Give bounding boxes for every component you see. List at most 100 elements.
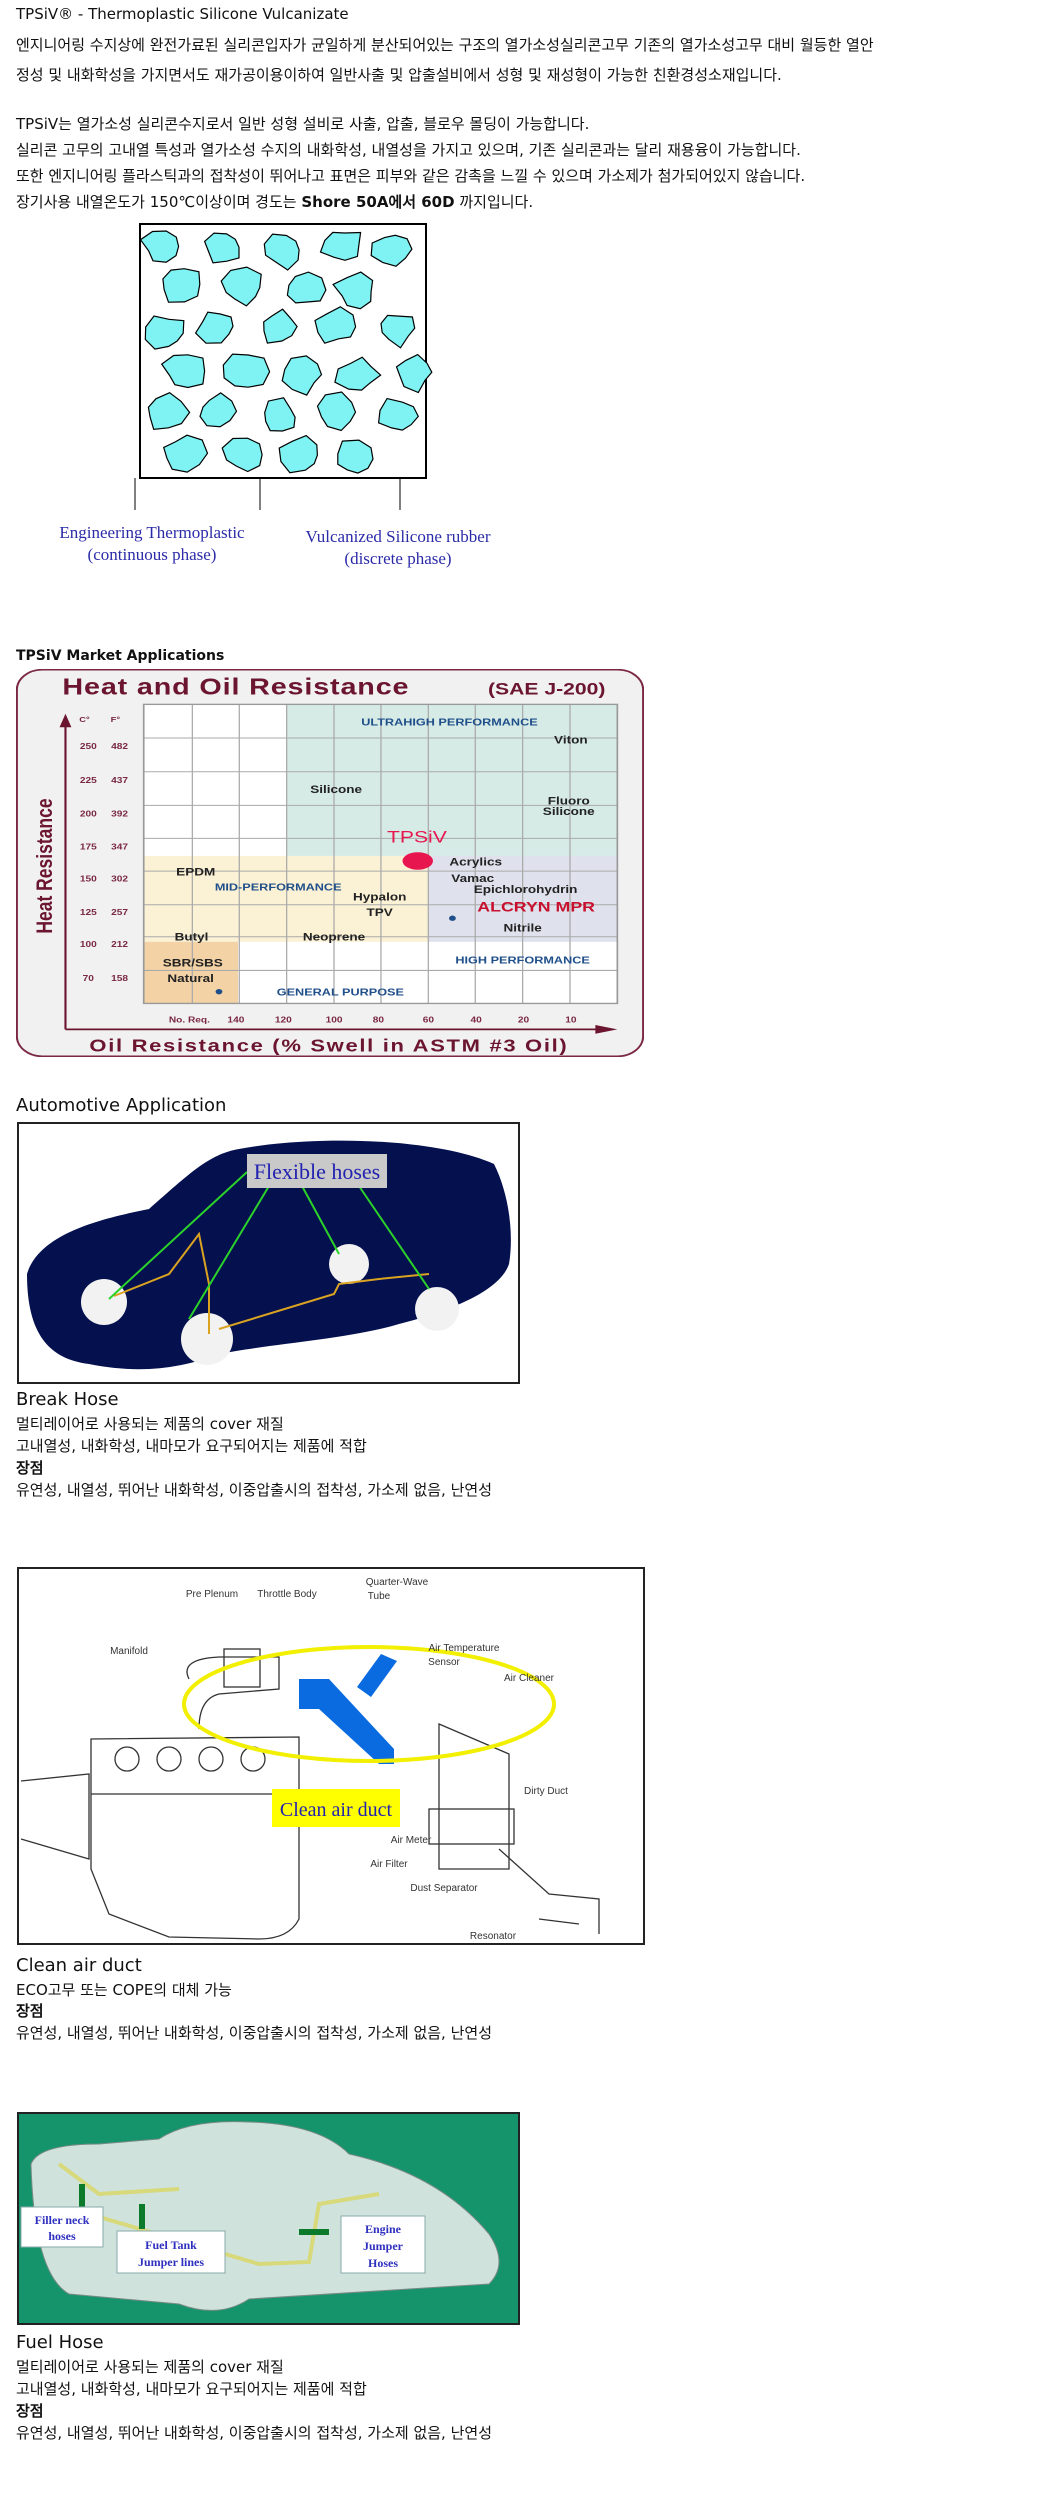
silicone-particle [144,315,185,350]
material-fluoro-silicone: Silicone [543,805,595,817]
fuel-hose-figure: Filler neck hoses Fuel Tank Jumper lines… [17,2112,520,2325]
material-tpsiv: TPSiV [387,828,447,847]
morphology-diagram: Engineering Thermoplastic (continuous ph… [30,220,530,580]
material-acrylics: Acrylics [449,856,502,868]
y-tick-label: 200 [80,809,97,818]
y-tick-label: 437 [111,776,128,785]
y-tick-label: 125 [80,908,97,917]
merit-list: 유연성, 내열성, 뛰어난 내화학성, 이중압출시의 접착성, 가소제 없음, … [16,2024,492,2042]
part-label: Manifold [110,1646,148,1657]
silicone-particle [377,397,420,431]
material-viton: Viton [554,734,588,746]
intro-text-part: 까지입니다. [454,193,534,211]
region-ultrahigh [286,704,618,856]
merit-label: 장점 [16,2402,44,2420]
intro-text: 정성 및 내화학성을 가지면서도 재가공이용이하여 일반사출 및 압출설비에서 … [16,66,782,84]
silicone-particle [263,308,298,344]
description-line: ECO고무 또는 COPE의 대체 가능 [16,1981,232,1999]
silicone-particle [319,231,362,261]
intro-text-part: 장기사용 내열온도가 150℃이상이며 경도는 [16,193,302,211]
silicone-particle [370,234,413,267]
silicone-particle [222,353,271,388]
silicone-particle [278,434,319,474]
material-epdm: EPDM [176,866,215,878]
material-natural: Natural [167,972,214,984]
filler-neck-label-box [20,2206,104,2248]
morphology-illustration: Engineering Thermoplastic (continuous ph… [59,223,491,568]
y-tick-label: 482 [111,742,128,751]
silicone-particle [332,271,374,310]
discrete-phase-sub: (discrete phase) [344,549,451,568]
material-silicone: Silicone [310,783,362,795]
filler-neck-label: Filler neck [35,2213,90,2227]
material-alcryn-mpr: ALCRYN MPR [477,899,595,915]
description-line: 멀티레이어로 사용되는 제품의 cover 재질 [16,1415,284,1433]
silicone-particle [194,311,234,344]
x-axis-arrow-icon [595,1025,618,1034]
car-silhouette [27,1140,511,1370]
tpsiv-marker [402,852,433,870]
y-axis-label: Heat Resistance [33,798,57,933]
y-tick-label: 175 [80,842,97,851]
material-vamac: Vamac [451,873,494,885]
silicone-particle [220,266,262,307]
silicone-particle [337,439,374,474]
x-axis-label: Oil Resistance (% Swell in ASTM #3 Oil) [89,1036,568,1055]
discrete-phase-label: Vulcanized Silicone rubber [306,527,491,546]
unit-celsius: C° [79,715,89,724]
material-neoprene: Neoprene [303,931,366,943]
fuel-tank-label: Fuel Tank [145,2238,197,2252]
part-label: Air Temperature [429,1643,500,1654]
silicone-particle [139,230,180,263]
x-tick-label: 80 [373,1016,384,1025]
material-hypalon: Hypalon [353,891,406,903]
label-mid: MID-PERFORMANCE [215,883,342,894]
silicone-particle [380,314,416,349]
part-label: Resonator [470,1931,517,1942]
silicone-particle [147,392,191,430]
engine-jumper-label-box [340,2215,426,2274]
automotive-heading: Automotive Application [16,1095,227,1116]
air-duct-figure: Clean air duct Pre Plenum Throttle Body … [17,1567,645,1945]
silicone-particle [203,232,240,264]
silicone-particle [162,434,209,473]
continuous-phase-label: Engineering Thermoplastic [59,523,245,542]
part-label: Tube [368,1591,391,1602]
label-ultrahigh: ULTRAHIGH PERFORMANCE [361,718,538,729]
clean-air-duct-callout: Clean air duct [280,1799,393,1821]
x-tick-label: No. Req. [169,1016,210,1025]
fuel-tank-label-box [116,2230,226,2274]
wheel [415,1287,459,1331]
part-label: Air Cleaner [504,1673,555,1684]
description-line: 고내열성, 내화학성, 내마모가 요구되어지는 제품에 적합 [16,1437,367,1455]
y-tick-label: 212 [111,940,128,949]
general-marker [215,988,223,995]
x-tick-label: 140 [227,1016,244,1025]
wheel [81,1279,127,1325]
x-tick-label: 100 [326,1016,343,1025]
description-line: 고내열성, 내화학성, 내마모가 요구되어지는 제품에 적합 [16,2380,367,2398]
silicone-particle [221,437,263,473]
merit-list: 유연성, 내열성, 뛰어난 내화학성, 이중압출시의 접착성, 가소제 없음, … [16,2424,492,2442]
y-tick-label: 70 [83,974,94,983]
x-tick-label: 10 [565,1016,576,1025]
y-tick-label: 257 [111,908,128,917]
intro-text: 실리콘 고무의 고내열 특성과 열가소성 수지의 내화학성, 내열성을 가지고 … [16,141,801,159]
y-tick-label: 100 [80,940,97,949]
continuous-phase-sub: (continuous phase) [88,545,217,564]
part-label: Air Meter [391,1835,432,1846]
silicone-particle [281,355,323,396]
merit-list: 유연성, 내열성, 뛰어난 내화학성, 이중압출시의 접착성, 가소제 없음, … [16,1481,492,1499]
x-tick-label: 60 [423,1016,434,1025]
material-fluoro: Fluoro [548,795,590,807]
flexible-hoses-label-box [247,1154,387,1188]
engine-jumper-label: Jumper [363,2239,404,2253]
section-title-fuel-hose: Fuel Hose [16,2332,104,2353]
part-label: Throttle Body [257,1589,316,1600]
part-label: Dust Separator [410,1883,478,1894]
section-title-clean-air-duct: Clean air duct [16,1955,142,1976]
unit-fahrenheit: F° [111,715,120,724]
fuel-tank-label: Jumper lines [138,2255,204,2269]
silicone-particle [199,392,238,428]
part-label: Pre Plenum [186,1589,238,1600]
